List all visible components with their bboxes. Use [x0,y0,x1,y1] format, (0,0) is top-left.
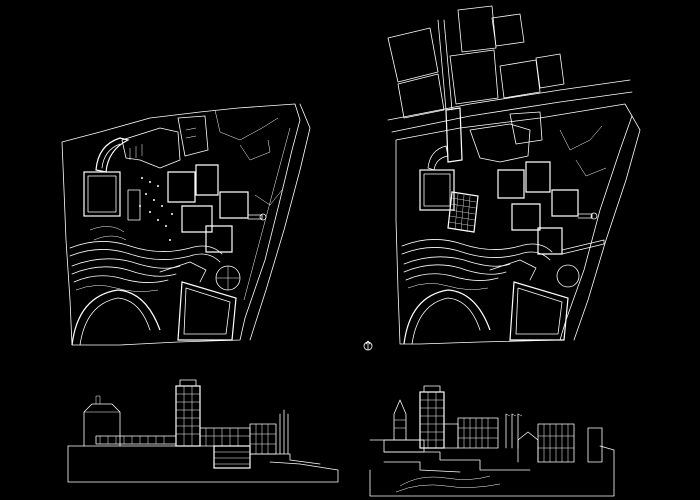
elevation-left [67,379,339,483]
podium-grid [214,451,250,465]
neighbour-plot [214,109,279,141]
connector-bridge [577,213,593,219]
terrace-contours [401,239,553,290]
neighbour-plot [239,139,271,161]
long-connector [561,239,605,255]
gabled-house-roof [84,395,120,413]
access-path [489,259,537,281]
church-spire [393,399,407,441]
amphitheatre-arc [71,289,161,346]
amphitheatre-arc-inner [79,297,151,346]
site-boundary [61,103,301,346]
roundabout-spoke [216,266,240,290]
flags [505,413,523,417]
street-edge [387,79,631,121]
building-block-h-inner [515,287,563,335]
street-vertical [437,19,453,111]
building-block-c [167,171,196,203]
curved-wing [95,137,130,173]
ground-base [67,445,339,483]
stepped-terrain [249,453,321,465]
east-block-grid [250,424,276,454]
building-block-e [181,205,213,233]
east-block [457,417,499,449]
site-boundary [395,103,633,345]
roundabout-circle [556,264,580,288]
city-block [535,53,565,89]
courtyard-buildings [121,127,181,169]
podium-block [213,445,251,469]
chimney [279,409,289,455]
terrace-contours [69,226,223,292]
elevation-right [369,385,615,497]
city-block [449,49,499,105]
plaza-trees [139,177,173,241]
access-path [159,261,207,283]
courtyard-buildings [469,123,531,163]
city-block [491,13,525,47]
terrace-level-2 [383,461,461,473]
building-block-h [509,281,569,341]
tower [175,385,201,447]
detail-lines [129,127,197,160]
amphitheatre-arc-inner [411,297,481,345]
street-edge [391,91,633,133]
node-circle [590,212,598,220]
underpass [399,475,491,487]
road-edge [573,115,641,341]
low-wing-windows [99,436,165,444]
tower [419,391,445,449]
tower-floors [420,392,444,448]
curved-wing-inner [101,143,121,169]
building-block-f [219,191,249,219]
building-block-a [83,171,121,217]
tower-cap [423,385,441,393]
building-block-e [511,203,541,231]
amphitheatre-arc [403,289,491,345]
city-block [499,59,541,99]
city-block [387,27,439,83]
north-arrow-icon [363,340,373,351]
gabled-house [83,403,121,447]
building-block-g [205,225,233,253]
building-block-d [525,161,551,193]
underpass-2 [395,483,501,493]
road-edge-2 [243,127,291,301]
building-block-h-inner [183,287,231,335]
tower-column [445,107,463,163]
ground-base [369,445,615,497]
tower-floors [176,386,200,446]
east-block-grid [458,418,498,448]
node-circle [259,213,267,221]
courtyard-block-b [509,111,543,145]
building-block-c [497,169,525,199]
building-block-f [551,189,579,217]
terrace-level [383,451,531,471]
city-block [457,5,497,53]
courtyard-block-b [177,115,209,157]
church-spire-detail [394,419,406,429]
connector-bridge [247,214,263,220]
arcade-grid [538,424,574,462]
curved-wing [427,145,449,171]
city-block [397,73,445,119]
building-block-a [419,169,455,211]
building-block-d [195,164,219,196]
mid-block-grid [200,428,250,446]
building-block-h [177,281,237,341]
neighbour-plot [559,125,603,151]
site-plan-right [387,5,641,345]
site-plan-left [61,103,311,346]
neighbour-plot [254,189,283,206]
neighbour-plot [575,159,607,177]
building-block-a-inner [423,173,451,207]
tower-cap [179,379,197,387]
hatched-block [447,191,479,233]
building-block-a-inner [87,175,117,213]
end-block [587,427,603,463]
road-edge [249,103,311,341]
